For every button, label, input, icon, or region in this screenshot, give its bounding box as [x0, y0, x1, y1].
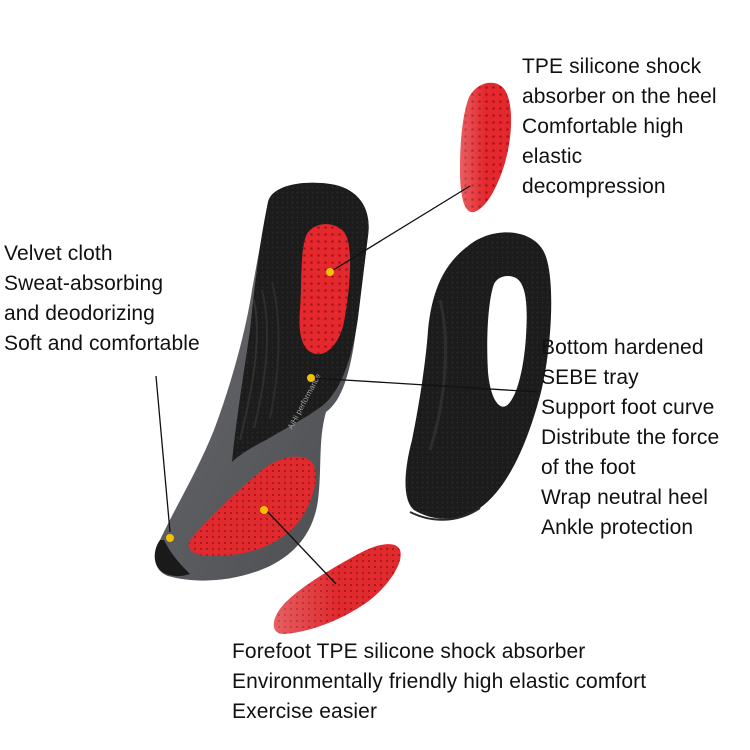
caption-line: Bottom hardened	[541, 336, 704, 359]
caption-line: Soft and comfortable	[4, 332, 200, 355]
caption-line: absorber on the heel	[522, 85, 717, 108]
caption-line: Support foot curve	[541, 396, 715, 419]
insole-forefoot-pad	[188, 456, 316, 556]
caption-line: Exercise easier	[232, 700, 378, 723]
caption-line: elastic	[522, 145, 583, 168]
caption-line: and deodorizing	[4, 302, 155, 325]
leader-heel-absorber	[329, 185, 471, 273]
forefoot-absorber-piece	[273, 544, 401, 634]
caption-line: TPE silicone shock	[522, 55, 702, 78]
caption-line: of the foot	[541, 456, 636, 479]
caption-line: Distribute the force	[541, 426, 720, 449]
insole-toe-tip	[154, 540, 190, 577]
leader-forefoot-absorber	[265, 509, 337, 585]
caption-line: SEBE tray	[541, 366, 639, 389]
caption-line: Forefoot TPE silicone shock absorber	[232, 640, 586, 663]
sebe-tray-piece	[405, 232, 552, 521]
caption-line: Velvet cloth	[4, 242, 113, 265]
leader-lines	[155, 185, 539, 585]
heel-ridge-2	[253, 289, 269, 429]
heel-ridge-1	[239, 299, 258, 441]
heel-absorber-sheen	[460, 82, 512, 213]
leader-sebe-tray	[311, 377, 539, 393]
forefoot-absorber-sheen	[273, 544, 401, 634]
leader-velvet-cloth	[155, 375, 171, 533]
caption-heel-absorber: TPE silicone shock absorber on the heel …	[522, 52, 717, 202]
heel-absorber-piece	[460, 82, 512, 213]
caption-line: Comfortable high	[522, 115, 684, 138]
insole-heel-pad	[299, 224, 351, 355]
caption-line: Ankle protection	[541, 516, 694, 539]
markers	[166, 268, 334, 542]
marker-sebe-tray	[307, 374, 315, 382]
caption-forefoot-absorber: Forefoot TPE silicone shock absorber Env…	[232, 637, 646, 727]
marker-velvet-cloth	[166, 534, 174, 542]
caption-line: Wrap neutral heel	[541, 486, 709, 509]
caption-velvet-cloth: Velvet cloth Sweat-absorbing and deodori…	[4, 239, 200, 359]
sebe-tray-ridge	[428, 299, 447, 451]
heel-ridge-3	[269, 281, 280, 419]
caption-line: decompression	[522, 175, 666, 198]
marker-heel-pad	[326, 268, 334, 276]
caption-line: Environmentally friendly high elastic co…	[232, 670, 647, 693]
caption-line: Sweat-absorbing	[4, 272, 164, 295]
marker-forefoot-pad	[260, 506, 268, 514]
sebe-tray-edge	[409, 507, 481, 521]
sebe-tray-shape	[405, 232, 552, 519]
main-insole: AiHi performance	[154, 182, 369, 581]
caption-sebe-tray: Bottom hardened SEBE tray Support foot c…	[541, 333, 719, 543]
